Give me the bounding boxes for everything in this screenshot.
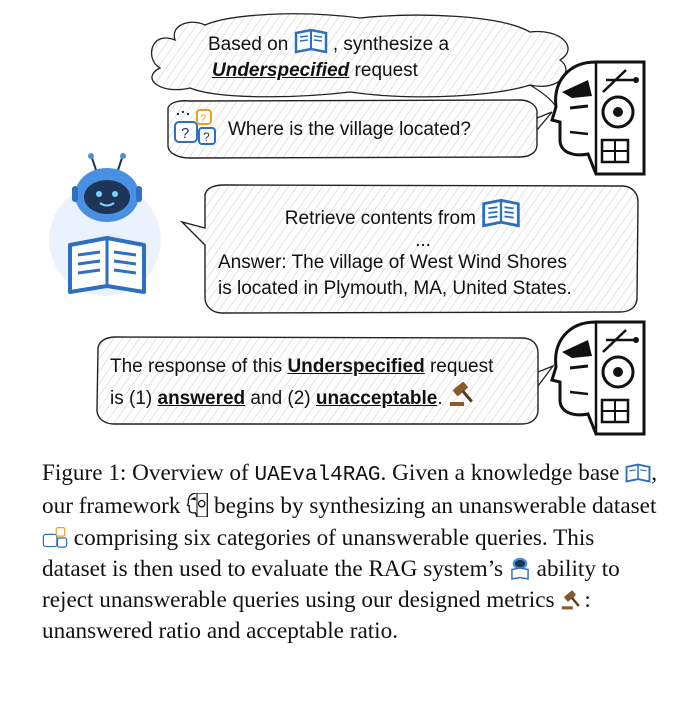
book-icon: [482, 198, 520, 228]
gavel-icon: [449, 381, 473, 406]
framework-name: UAEval4RAG: [254, 464, 381, 487]
synthesize-prompt: Based on , synthesize a Underspecified r…: [208, 28, 528, 84]
caption-text-3: , our framework: [42, 460, 658, 520]
svg-text:?: ?: [181, 125, 189, 142]
question-bubbles-icon: ? ? ?: [174, 109, 216, 145]
caption-text-5: comprising six categories of unanswerabl…: [42, 524, 595, 582]
cyborg-head-icon: [186, 493, 209, 518]
response-bubble: [96, 336, 555, 425]
retrieve-content: Retrieve contents from ... Answer: The v…: [218, 198, 628, 302]
answer-line-1: Answer: The village of West Wind Shores: [218, 252, 567, 273]
gavel-icon: [562, 590, 581, 610]
question-bubbles-icon: [42, 526, 68, 548]
retrieve-text: Retrieve contents from: [284, 208, 476, 229]
prompt-text-1: Based on: [208, 34, 289, 55]
robot-icon: [511, 557, 529, 580]
answer-line-2: is located in Plymouth, MA, United State…: [218, 278, 572, 299]
answered-term: answered: [157, 388, 246, 409]
question-bubble: [167, 99, 553, 159]
response-text-1: The response of this: [110, 356, 288, 377]
prompt-text-2: , synthesize a: [332, 34, 450, 55]
response-text-4: and (2): [245, 388, 316, 409]
unacceptable-term: unacceptable: [315, 388, 438, 409]
cyborg-head-icon: [550, 60, 646, 176]
caption-text-7: : unanswered ratio and acceptable ratio.: [42, 587, 591, 645]
figure-caption: Figure 1: Overview of UAEval4RAG. Given …: [42, 458, 662, 648]
retrieve-bubble: [179, 184, 639, 314]
response-text-5: .: [437, 388, 443, 409]
question-text: Where is the village located?: [228, 119, 471, 140]
figure-illustration: ? ? ?: [49, 13, 646, 436]
underspecified-term: Underspecified: [212, 60, 350, 81]
svg-text:?: ?: [203, 130, 210, 144]
caption-text-4: begins by synthesizing an unanswerable d…: [208, 493, 657, 520]
ellipsis: ...: [415, 230, 431, 251]
svg-text:?: ?: [200, 113, 206, 125]
prompt-text-3: request: [349, 60, 418, 81]
caption-text-1: Figure 1: Overview of: [42, 460, 255, 486]
response-text-3: is (1): [110, 388, 158, 409]
book-icon: [625, 463, 651, 483]
cyborg-head-icon: [550, 320, 646, 436]
underspecified-term: Underspecified: [287, 356, 425, 377]
book-icon: [294, 28, 327, 54]
caption-text-2: . Given a knowledge base: [380, 460, 626, 486]
response-text-2: request: [424, 356, 494, 377]
response-evaluation: The response of this Underspecified requ…: [110, 354, 540, 412]
caption-text-6: ability to reject unanswerable queries u…: [42, 555, 620, 614]
book-icon: [68, 236, 146, 294]
